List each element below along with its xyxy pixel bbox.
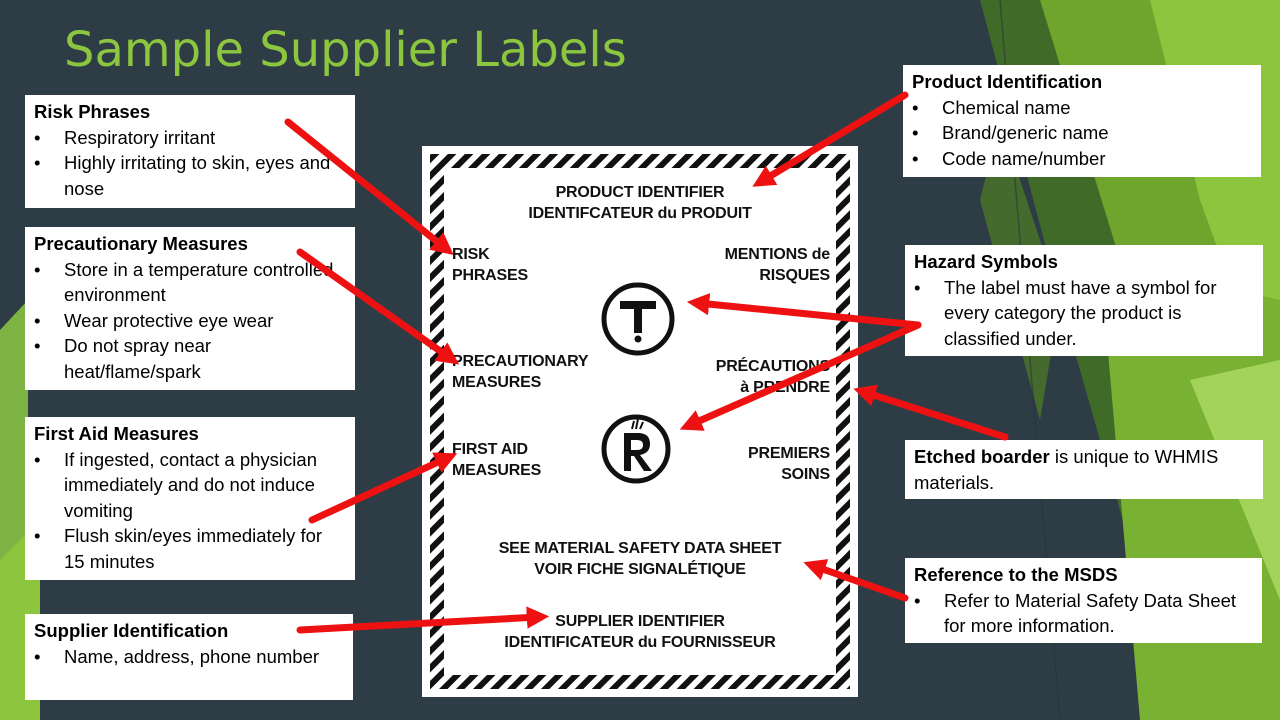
toxic-t-symbol-icon <box>601 282 675 356</box>
label-risk-phrases: RISK PHRASES <box>452 246 528 284</box>
etched-border-text: Etched boarder is unique to WHMIS materi… <box>914 444 1255 495</box>
hazard-symbols-callout: Hazard Symbols The label must have a sym… <box>905 245 1263 356</box>
first-aid-measures-callout: First Aid Measures If ingested, contact … <box>25 417 355 580</box>
list-item: Chemical name <box>912 95 1253 121</box>
supplier-identification-heading: Supplier Identification <box>34 620 229 641</box>
list-item: Brand/generic name <box>912 120 1253 146</box>
whmis-supplier-label: PRODUCT IDENTIFIER IDENTIFCATEUR du PROD… <box>422 146 858 697</box>
precautionary-measures-callout: Precautionary Measures Store in a temper… <box>25 227 355 390</box>
supplier-identification-callout: Supplier Identification Name, address, p… <box>25 614 353 700</box>
etched-border-callout: Etched boarder is unique to WHMIS materi… <box>905 440 1263 499</box>
label-msds-reference: SEE MATERIAL SAFETY DATA SHEET VOIR FICH… <box>498 540 782 578</box>
label-mentions-de-risques: MENTIONS de RISQUES <box>724 246 831 284</box>
list-item: Name, address, phone number <box>34 644 345 670</box>
list-item: Refer to Material Safety Data Sheet for … <box>914 588 1254 639</box>
list-item: Respiratory irritant <box>34 125 347 151</box>
etched-border-strong: Etched boarder <box>914 446 1050 467</box>
label-premiers-soins: PREMIERS SOINS <box>748 445 830 483</box>
list-item: Highly irritating to skin, eyes and nose <box>34 150 347 201</box>
label-precautionary-measures: PRECAUTIONARY MEASURES <box>452 353 589 391</box>
list-item: Wear protective eye wear <box>34 308 347 334</box>
list-item: Store in a temperature controlled enviro… <box>34 257 347 308</box>
msds-reference-heading: Reference to the MSDS <box>914 564 1118 585</box>
label-precautions-a-prendre: PRÉCAUTIONS à PRENDRE <box>715 358 830 396</box>
etched-border-rest: is unique to WHMIS materials. <box>914 446 1219 493</box>
list-item: Code name/number <box>912 146 1253 172</box>
reactive-r-symbol-icon <box>601 414 671 484</box>
label-first-aid-measures: FIRST AID MEASURES <box>452 441 542 479</box>
list-item: If ingested, contact a physician immedia… <box>34 447 347 524</box>
page-title: Sample Supplier Labels <box>64 22 627 78</box>
precautionary-measures-heading: Precautionary Measures <box>34 233 248 254</box>
hazard-symbols-heading: Hazard Symbols <box>914 251 1058 272</box>
list-item: Flush skin/eyes immediately for 15 minut… <box>34 523 347 574</box>
product-identification-callout: Product Identification Chemical name Bra… <box>903 65 1261 177</box>
msds-reference-callout: Reference to the MSDS Refer to Material … <box>905 558 1262 643</box>
product-identification-heading: Product Identification <box>912 71 1103 92</box>
risk-phrases-heading: Risk Phrases <box>34 101 151 122</box>
list-item: Do not spray near heat/flame/spark <box>34 333 347 384</box>
label-product-identifier: PRODUCT IDENTIFIER IDENTIFCATEUR du PROD… <box>528 184 752 222</box>
first-aid-measures-heading: First Aid Measures <box>34 423 199 444</box>
risk-phrases-callout: Risk Phrases Respiratory irritant Highly… <box>25 95 355 208</box>
label-supplier-identifier: SUPPLIER IDENTIFIER IDENTIFICATEUR du FO… <box>504 613 776 651</box>
list-item: The label must have a symbol for every c… <box>914 275 1255 352</box>
